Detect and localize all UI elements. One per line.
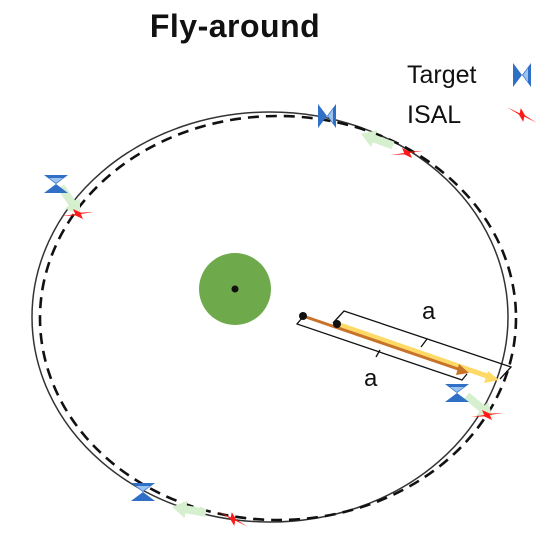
- isal-orbit: [38, 114, 518, 522]
- relative-arrow-bottom: [170, 498, 208, 522]
- vector-dark: [302, 314, 459, 371]
- vector-light-origin: [333, 320, 341, 328]
- diagram-title: Fly-around: [149, 8, 321, 44]
- central-body-center-dot: [231, 285, 239, 293]
- target-icon-left: [44, 175, 68, 193]
- vector-light: [336, 321, 488, 379]
- vector-light-head: [484, 371, 499, 383]
- upper-dimension-tick: [420, 338, 428, 348]
- target-icon-top: [318, 104, 336, 128]
- legend-target-icon: [513, 63, 531, 87]
- lower-dimension-bracket: [295, 317, 468, 381]
- vector-dark-origin: [299, 312, 307, 320]
- lower-dimension-label: a: [364, 365, 378, 392]
- upper-dimension-label: a: [422, 298, 436, 325]
- target-orbit: [31, 111, 509, 523]
- legend-label-isal: ISAL: [407, 101, 462, 129]
- legend-label-target: Target: [407, 61, 477, 89]
- legend-isal-icon: [507, 102, 537, 128]
- vector-dark-head: [456, 364, 469, 375]
- lower-dimension-tick: [375, 349, 381, 358]
- upper-dimension-bracket: [332, 310, 513, 380]
